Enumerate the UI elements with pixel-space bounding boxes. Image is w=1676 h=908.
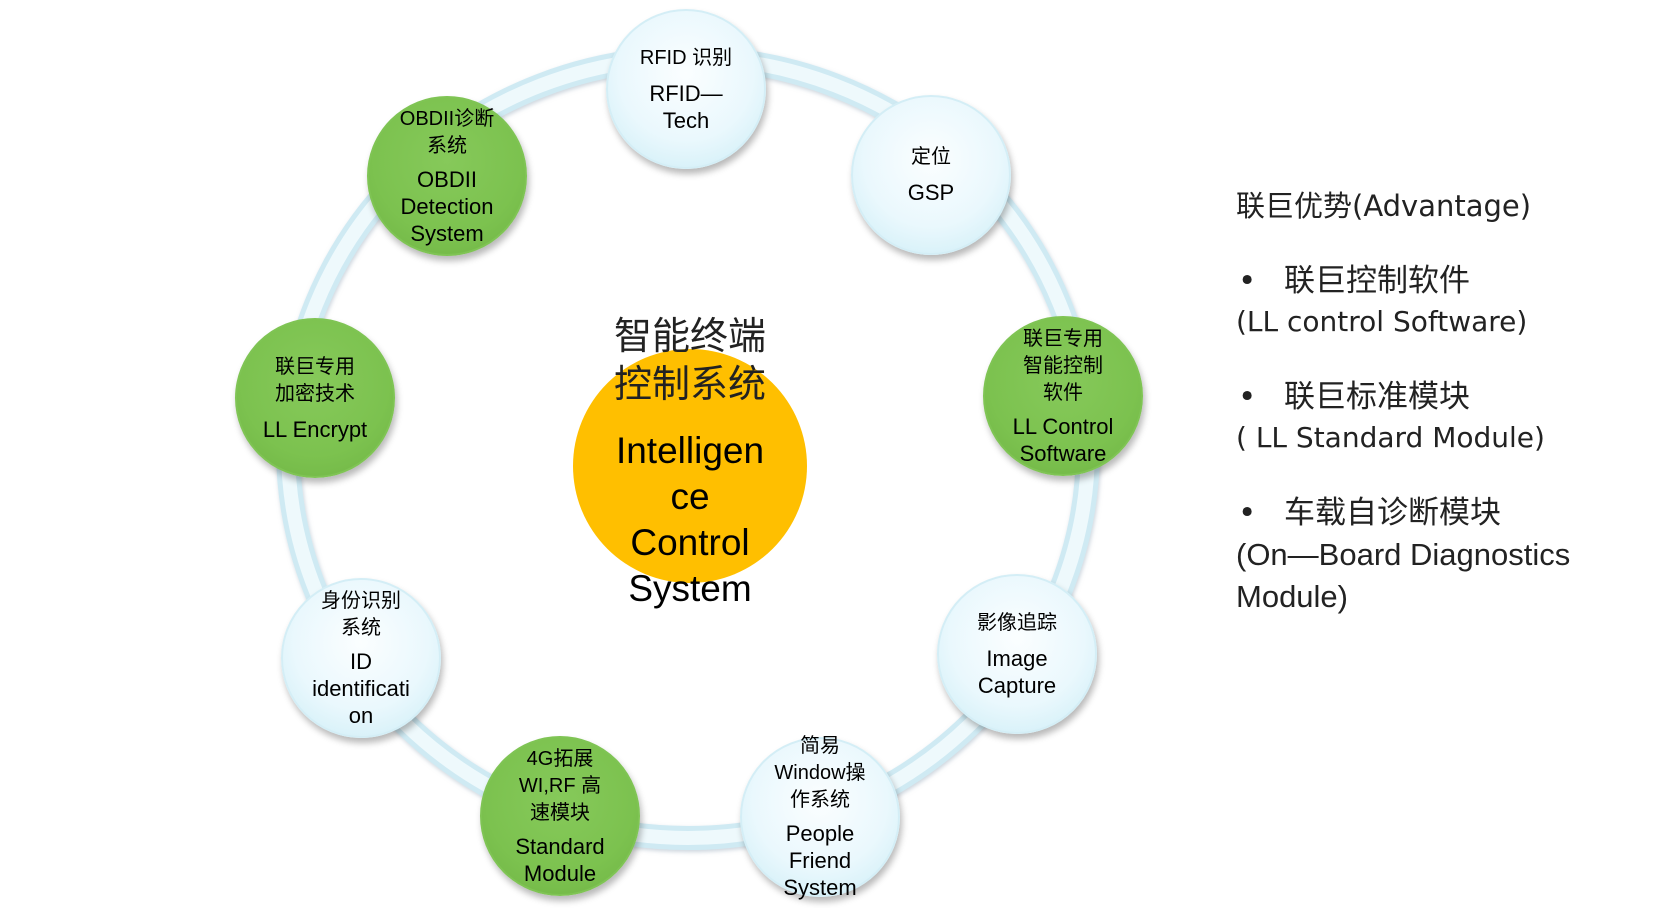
advantage-item: • 联巨标准模块 ( LL Standard Module) (1236, 376, 1656, 458)
node-label-en: People Friend System (783, 821, 857, 900)
node-label-en: LL Control Software (1012, 413, 1114, 466)
node-standard-module: 4G拓展 WI,RF 高 速模块 Standard Module (480, 736, 640, 896)
node-label-en: GSP (907, 180, 955, 205)
center-title-cn: 智能终端 控制系统 (613, 314, 766, 406)
node-gsp: 定位 GSP (851, 95, 1011, 255)
node-label-cn: 4G拓展 WI,RF 高 速模块 (518, 747, 602, 824)
node-ll-control-software: 联巨专用 智能控制 软件 LL Control Software (983, 316, 1143, 476)
node-id-identification: 身份识别 系统 ID identificati on (281, 578, 441, 738)
node-label-en: RFID— Tech (649, 80, 723, 133)
node-label-cn: RFID 识别 (639, 46, 733, 69)
bullet-icon: • (1238, 379, 1257, 415)
node-people-friend-system: 简易 Window操 作系统 People Friend System (740, 735, 900, 900)
node-label-en: Standard Module (515, 833, 605, 886)
node-label-en: LL Encrypt (262, 416, 368, 442)
bullet-icon: • (1238, 495, 1257, 531)
advantage-item-en: (On—Board Diagnostics Module) (1236, 537, 1571, 614)
node-image-capture: 影像追踪 Image Capture (937, 574, 1097, 734)
advantage-title: 联巨优势(Advantage) (1236, 189, 1532, 223)
bullet-icon: • (1238, 263, 1257, 299)
advantage-item-cn: 联巨控制软件 (1284, 263, 1470, 299)
node-ll-encrypt: 联巨专用 加密技术 LL Encrypt (235, 318, 395, 478)
node-label-en: ID identificati on (312, 648, 410, 728)
node-label-cn: 简易 Window操 作系统 (774, 735, 866, 811)
node-label-cn: OBDII诊断 系统 (399, 107, 495, 157)
node-label-cn: 定位 (911, 146, 951, 168)
node-rfid: RFID 识别 RFID— Tech (606, 9, 766, 169)
node-label-cn: 联巨专用 智能控制 软件 (1023, 327, 1103, 404)
advantage-item: • 联巨控制软件 (LL control Software) (1236, 260, 1656, 342)
center-title-en: Intelligen ce Control System (615, 430, 765, 609)
node-label-en: Image Capture (977, 645, 1057, 698)
advantage-item-cn: 车载自诊断模块 (1284, 495, 1501, 531)
advantage-item-en: ( LL Standard Module) (1236, 421, 1545, 454)
advantage-item-cn: 联巨标准模块 (1284, 379, 1470, 415)
node-obdii: OBDII诊断 系统 OBDII Detection System (367, 96, 527, 256)
advantage-panel: 联巨优势(Advantage) • 联巨控制软件 (LL control Soft… (1236, 186, 1656, 652)
advantage-item: • 车载自诊断模块 (On—Board Diagnostics Module) (1236, 492, 1656, 618)
node-label-cn: 影像追踪 (977, 611, 1057, 634)
node-label-cn: 身份识别 系统 (321, 589, 401, 639)
center-circle (573, 349, 807, 583)
advantage-item-en: (LL control Software) (1236, 305, 1528, 338)
node-label-en: OBDII Detection System (400, 166, 494, 246)
node-label-cn: 联巨专用 加密技术 (275, 355, 355, 405)
